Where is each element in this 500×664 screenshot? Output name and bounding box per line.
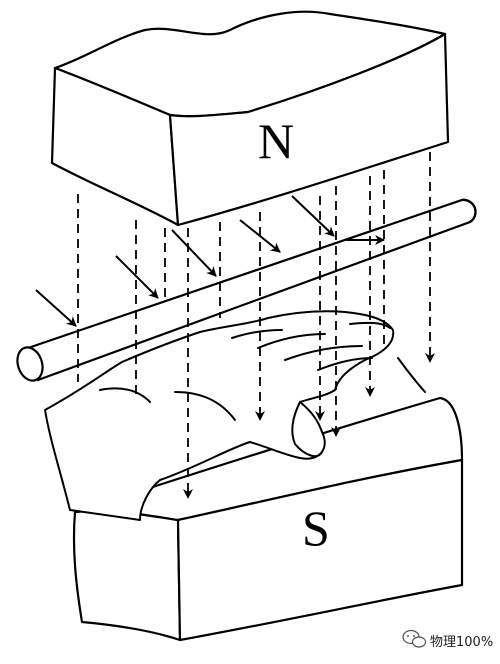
- watermark: 物理100%: [402, 629, 493, 650]
- current-arrow: [171, 229, 217, 277]
- current-arrow: [35, 289, 77, 327]
- conductor-rod: [16, 198, 477, 382]
- current-arrow: [291, 195, 335, 237]
- current-arrow: [239, 219, 281, 253]
- current-arrows: [35, 195, 385, 327]
- current-arrow: [115, 255, 159, 299]
- magnetic-field-lines: [77, 152, 435, 499]
- south-magnet: [72, 396, 464, 642]
- north-magnet: [50, 10, 450, 227]
- watermark-text: 物理100%: [430, 635, 493, 650]
- south-pole-label: S: [302, 500, 330, 556]
- north-pole-label: N: [258, 113, 294, 169]
- wechat-icon: [402, 629, 427, 648]
- rod-end-cap: [16, 346, 44, 382]
